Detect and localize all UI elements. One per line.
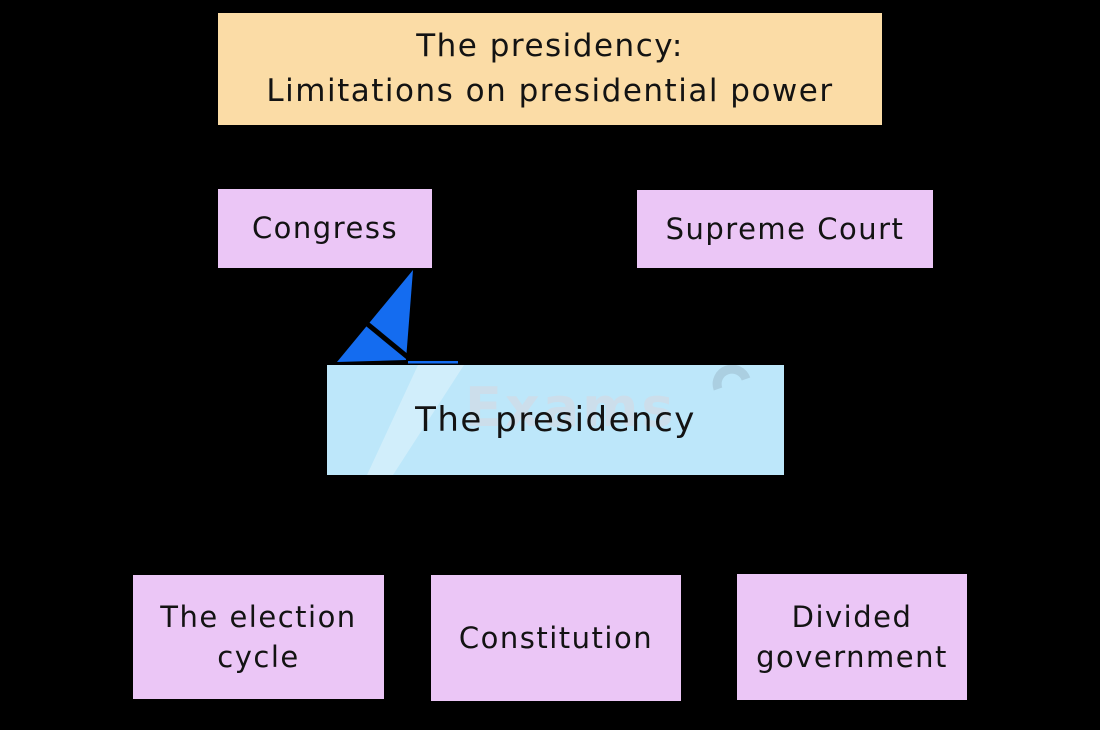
constitution-label: Constitution	[458, 620, 654, 655]
divided-government-box: Divided government	[737, 574, 967, 700]
election-cycle-box: The election cycle	[133, 575, 384, 699]
constitution-box: Constitution	[431, 575, 681, 701]
presidency-box: Exams The presidency	[327, 365, 784, 475]
divided-government-label: Divided government	[756, 599, 948, 674]
congress-label: Congress	[251, 211, 399, 246]
supreme-court-label: Supreme Court	[665, 211, 905, 246]
watermark-exams-text: Exams	[465, 376, 677, 439]
congress-box: Congress	[218, 189, 432, 268]
title-box: The presidency: Limitations on president…	[218, 13, 882, 125]
title-line-2: Limitations on presidential power	[266, 73, 834, 109]
supreme-court-box: Supreme Court	[637, 190, 933, 268]
presidency-label: The presidency	[415, 399, 696, 440]
title-line-1: The presidency:	[416, 28, 684, 64]
election-cycle-label: The election cycle	[160, 599, 357, 674]
